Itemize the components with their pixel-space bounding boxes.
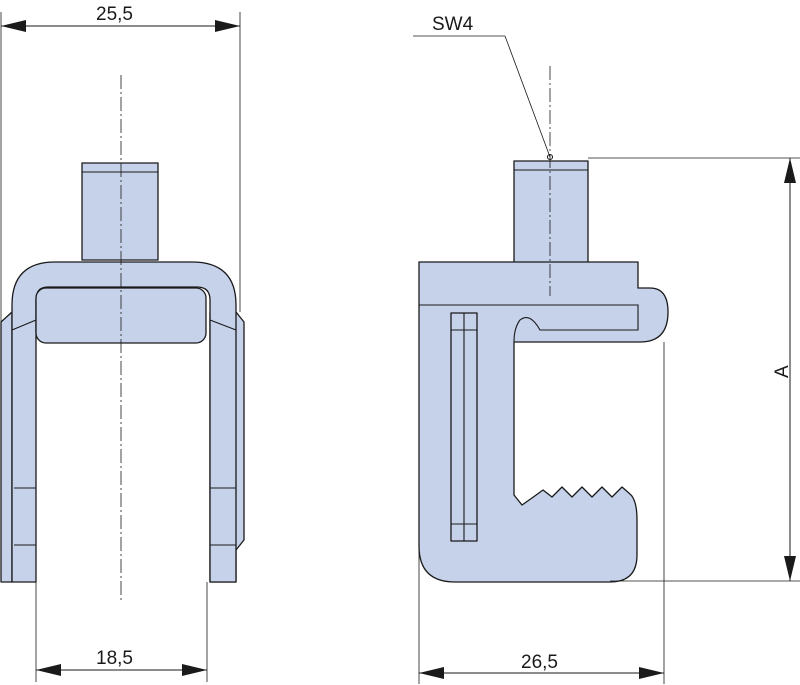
sw4-leader (504, 35, 551, 158)
front-left-flange (0, 311, 13, 583)
side-clamp-body (418, 261, 669, 583)
side-stud (513, 160, 589, 266)
front-view: 25,5 18,5 (0, 4, 245, 682)
side-view: SW4 A 26,5 (413, 14, 800, 684)
dim-bottom-width-right: 26,5 (521, 652, 558, 673)
front-stud (81, 162, 159, 261)
dim-wrench-size: SW4 (432, 14, 474, 35)
dim-top-width: 25,5 (96, 4, 133, 25)
dim-height: A (772, 365, 793, 378)
dim-bottom-width-left: 18,5 (96, 648, 133, 669)
